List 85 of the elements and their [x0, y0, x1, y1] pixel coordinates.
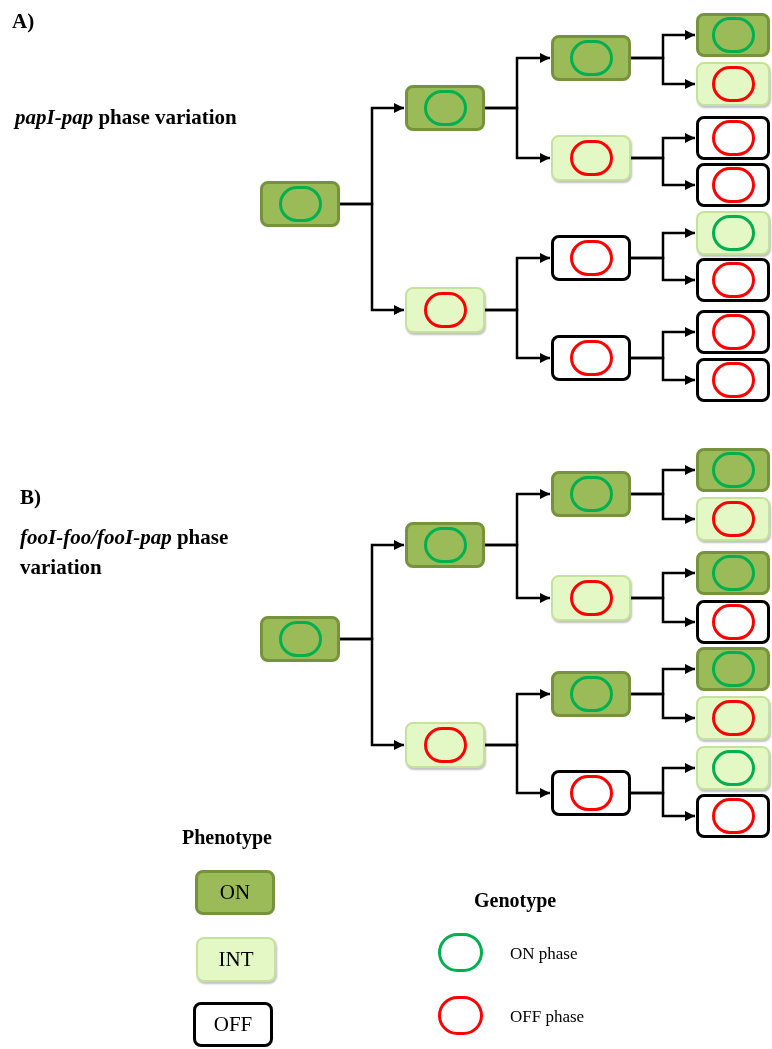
phenotype-box: [551, 575, 631, 621]
arrow: [485, 543, 550, 603]
genotype-ring: [711, 555, 755, 591]
arrow: [485, 308, 550, 363]
genotype-ring: [711, 167, 755, 203]
legend-swatch: ON: [195, 870, 275, 915]
legend-swatch: INT: [196, 937, 276, 982]
phenotype-box: [405, 722, 485, 768]
phenotype-box: [696, 600, 770, 644]
genotype-ring: [569, 775, 613, 811]
genotype-ring: [569, 40, 613, 76]
phenotype-box: [696, 358, 770, 402]
phenotype-box: [696, 448, 770, 492]
legend-heading: Phenotype: [182, 825, 272, 851]
phenotype-box: [260, 181, 340, 227]
phenotype-box: [551, 335, 631, 381]
genotype-ring: [711, 66, 755, 102]
arrow: [631, 492, 695, 524]
genotype-ring: [711, 798, 755, 834]
legend-text: OFF phase: [510, 1006, 585, 1028]
genotype-ring: [569, 676, 613, 712]
legend-heading: Genotype: [474, 888, 557, 914]
phenotype-box: [696, 696, 770, 740]
phenotype-box: [696, 794, 770, 838]
genotype-ring: [278, 186, 322, 222]
genotype-ring: [423, 527, 467, 563]
genotype-ring: [711, 120, 755, 156]
phenotype-box: [696, 647, 770, 691]
phenotype-box: [696, 310, 770, 354]
genotype-ring: [711, 17, 755, 53]
legend-swatch: OFF: [193, 1002, 273, 1047]
genotype-ring: [569, 140, 613, 176]
genotype-ring: [423, 90, 467, 126]
phenotype-box: [260, 616, 340, 662]
genotype-ring: [711, 501, 755, 537]
genotype-ring: [711, 452, 755, 488]
arrow: [340, 637, 404, 750]
arrow: [631, 791, 695, 821]
phenotype-box: [551, 471, 631, 517]
phenotype-box: [696, 497, 770, 541]
phenotype-box: [696, 62, 770, 106]
genotype-ring: [423, 727, 467, 763]
genotype-ring: [711, 262, 755, 298]
genotype-ring: [278, 621, 322, 657]
arrow: [631, 356, 695, 385]
genotype-ring: [569, 340, 613, 376]
arrow: [485, 106, 550, 163]
genotype-ring: [711, 651, 755, 687]
panel-label: A): [12, 8, 35, 35]
arrow: [485, 743, 550, 798]
genotype-ring: [711, 362, 755, 398]
legend-text: ON phase: [510, 943, 578, 965]
phenotype-box: [696, 211, 770, 255]
panel-title: fooI-foo/fooI-pap phase variation: [20, 524, 230, 581]
phenotype-box: [551, 671, 631, 717]
phenotype-box: [696, 746, 770, 790]
phenotype-box: [551, 235, 631, 281]
arrow: [631, 256, 695, 285]
phenotype-box: [551, 35, 631, 81]
phenotype-box: [405, 85, 485, 131]
arrow: [631, 692, 695, 723]
phenotype-box: [696, 163, 770, 207]
phenotype-box: [696, 116, 770, 160]
genotype-ring: [711, 314, 755, 350]
genotype-ring: [569, 476, 613, 512]
phenotype-box: [551, 770, 631, 816]
genotype-ring: [423, 292, 467, 328]
arrow: [631, 596, 695, 627]
genotype-ring: [711, 604, 755, 640]
arrow: [340, 202, 404, 315]
phenotype-box: [405, 522, 485, 568]
genotype-ring: [711, 750, 755, 786]
genotype-ring: [711, 215, 755, 251]
genotype-ring: [711, 700, 755, 736]
phenotype-box: [696, 258, 770, 302]
arrow: [631, 56, 695, 89]
genotype-ring: [569, 580, 613, 616]
phenotype-box: [405, 287, 485, 333]
arrow: [631, 156, 695, 190]
phenotype-box: [551, 135, 631, 181]
panel-label: B): [20, 484, 41, 511]
phenotype-box: [696, 551, 770, 595]
genotype-ring: [569, 240, 613, 276]
phenotype-box: [696, 13, 770, 57]
panel-title: papI-pap phase variation: [15, 104, 237, 131]
